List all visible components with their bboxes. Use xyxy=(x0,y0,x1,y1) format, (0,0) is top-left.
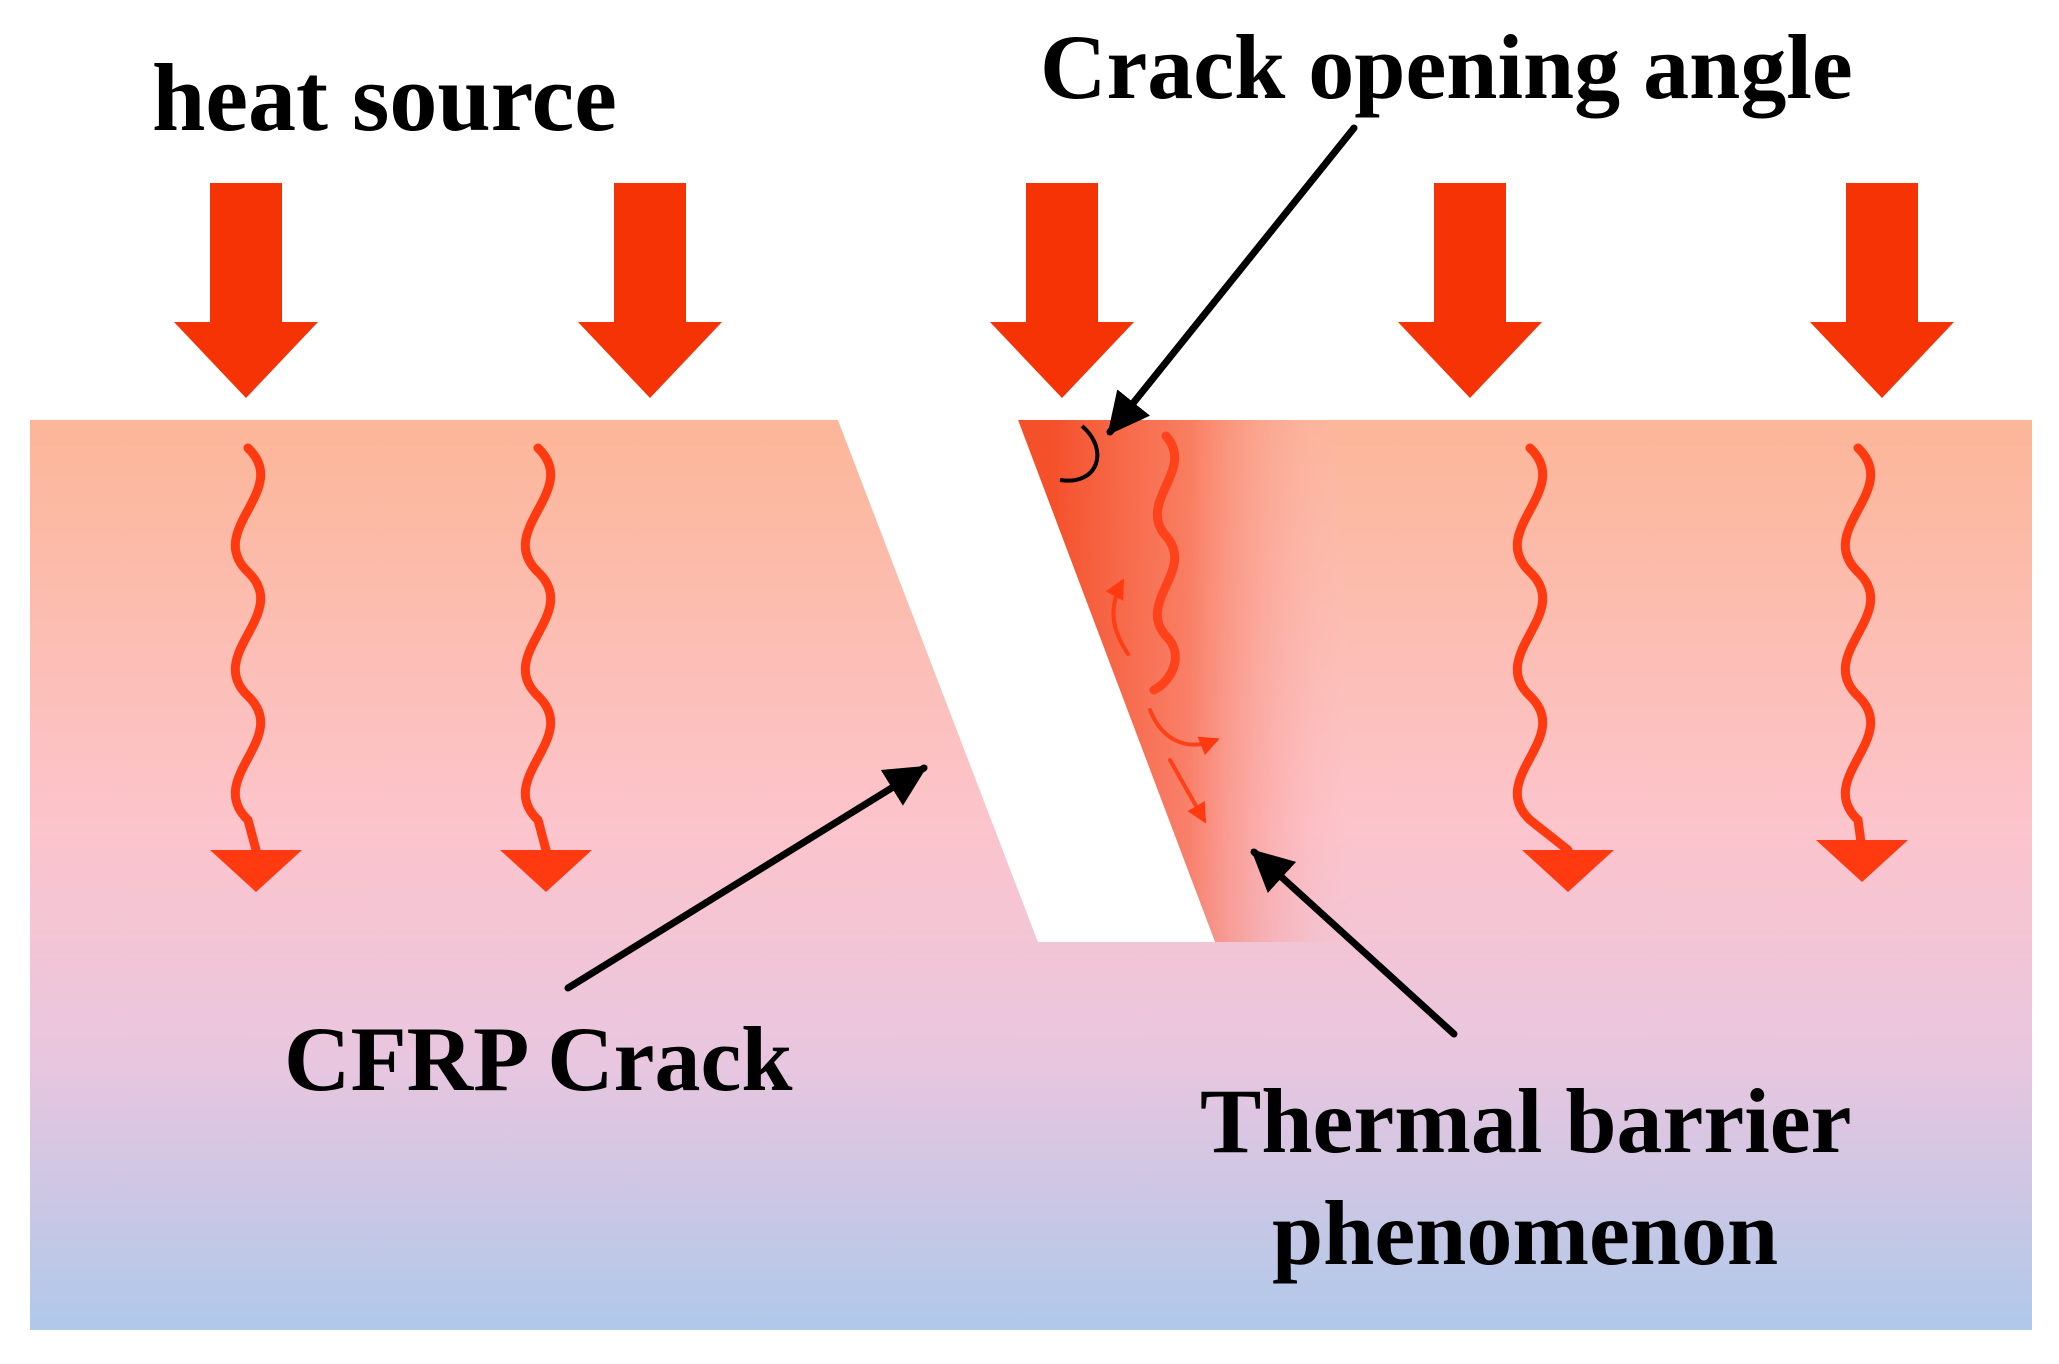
heat-arrows xyxy=(174,183,1954,398)
heat-arrow-icon xyxy=(1398,183,1542,398)
thermal-barrier-zone xyxy=(1018,420,1370,942)
reflection-arrow-icon xyxy=(1168,758,1206,824)
heat-source-label: heat source xyxy=(152,44,617,151)
reflected-heat-arrows xyxy=(1105,578,1220,824)
reflection-arrow-icon xyxy=(1148,708,1220,756)
thermal-barrier-label-line2: phenomenon xyxy=(1272,1182,1778,1284)
heat-waves xyxy=(230,431,1876,855)
pointer-arrows xyxy=(564,124,1458,1038)
heat-arrow-icon xyxy=(990,183,1134,398)
pointer-arrow-icon xyxy=(564,764,928,992)
crack-gap xyxy=(838,420,1215,942)
cfrp-crack-label: CFRP Crack xyxy=(284,1008,793,1110)
heat-wave-icon xyxy=(1149,431,1180,695)
pointer-arrow-icon xyxy=(1106,124,1358,436)
heat-wave-heads xyxy=(210,840,1908,892)
thermal-barrier-label-line1: Thermal barrier xyxy=(1200,1070,1851,1172)
heat-wave-icon xyxy=(1512,443,1573,855)
reflection-arrow-icon xyxy=(1105,578,1130,656)
heat-arrow-icon xyxy=(1810,183,1954,398)
heat-arrow-icon xyxy=(578,183,722,398)
heat-wave-icon xyxy=(230,443,266,855)
pointer-arrow-icon xyxy=(1250,848,1458,1038)
opening-angle-arc xyxy=(1059,424,1100,483)
heat-wave-icon xyxy=(1840,443,1876,855)
heat-arrow-icon xyxy=(174,183,318,398)
heat-wave-icon xyxy=(520,443,556,855)
crack-opening-angle-label: Crack opening angle xyxy=(1040,16,1853,118)
